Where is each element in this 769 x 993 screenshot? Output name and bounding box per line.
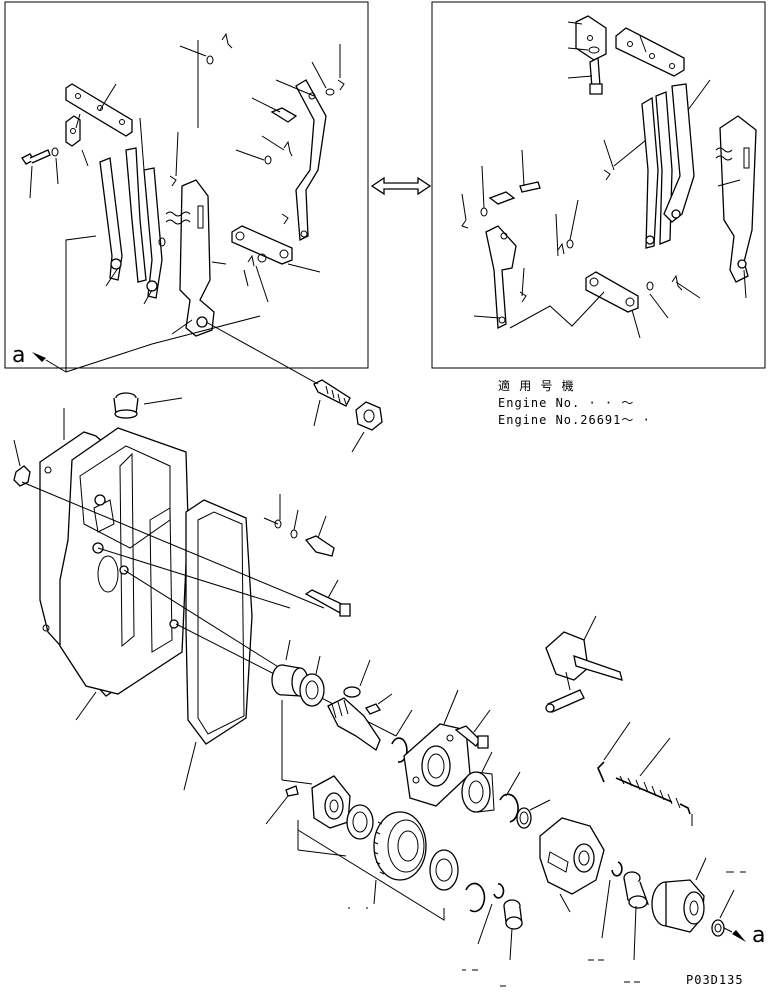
- bearing: [299, 655, 325, 707]
- adjust-screw: [205, 321, 351, 407]
- c-ring: [477, 883, 505, 945]
- nut: [355, 401, 383, 431]
- applicable-header: 適 用 号 機: [498, 379, 575, 393]
- thrust-washer: [429, 849, 459, 891]
- holder-bolt: [454, 709, 491, 749]
- left-frame-parts: [21, 32, 345, 337]
- governor-housing: [59, 427, 189, 695]
- double-arrow-icon: [370, 176, 432, 196]
- lower-pin: [265, 785, 299, 825]
- bolt-set: [263, 494, 351, 617]
- gear-large: [373, 811, 427, 881]
- plug: [113, 392, 183, 419]
- view-marker-label-left: a: [12, 343, 25, 368]
- bushing: [503, 899, 523, 961]
- view-marker-label-right: a: [752, 923, 765, 948]
- engine-row-1: Engine No. · · ～: [498, 395, 634, 411]
- snap-ring-4: [601, 861, 623, 939]
- spacer-ring: [346, 804, 374, 840]
- cover-gasket: [185, 499, 253, 745]
- engine-row-2-value: 26691～ ·: [580, 413, 651, 427]
- small-nut: [13, 465, 31, 487]
- right-frame-leaders: [461, 21, 747, 339]
- key: [365, 693, 393, 715]
- lever-shaft: [545, 615, 623, 713]
- lever-housing: [539, 817, 605, 913]
- detail-frame-left: [4, 1, 369, 369]
- snap-ring-2: [499, 771, 521, 823]
- bushing-flange: [651, 857, 707, 933]
- snap-ring-3: [465, 882, 486, 913]
- gear-shaft: [327, 659, 381, 752]
- view-marker-left: [32, 235, 261, 373]
- bearing-2: [461, 751, 495, 813]
- governor-spring: [615, 737, 693, 826]
- engine-row-2: Engine No.26691～ ·: [498, 412, 651, 428]
- group-brackets: [297, 820, 445, 921]
- sleeve-2: [623, 871, 650, 961]
- bearing-holder: [403, 689, 471, 807]
- engine-row-1-value: · · ～: [580, 396, 635, 410]
- blank-callouts: [348, 871, 746, 987]
- detail-frame-right: [431, 1, 766, 369]
- end-washer: [711, 889, 735, 937]
- spring-hook: [597, 721, 631, 783]
- engine-row-2-prefix: Engine No.: [498, 413, 581, 427]
- engine-row-1-prefix: Engine No.: [498, 396, 581, 410]
- snap-ring-1: [391, 709, 413, 763]
- drawing-code: P03D135: [686, 973, 744, 987]
- right-frame-parts: [461, 15, 757, 330]
- washer-ring: [516, 799, 551, 829]
- flyweight-holder: [311, 775, 351, 829]
- left-frame-leaders: [29, 40, 341, 335]
